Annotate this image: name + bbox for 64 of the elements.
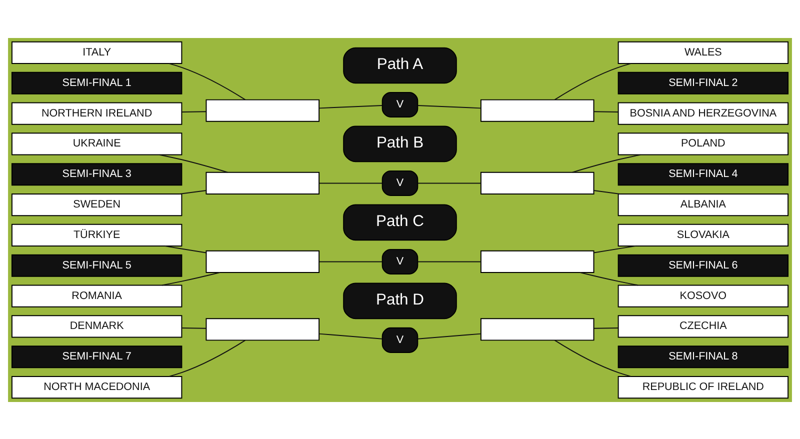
node-box: REPUBLIC OF IRELAND xyxy=(618,376,789,398)
connector xyxy=(417,332,482,339)
connector xyxy=(179,190,207,194)
node-box: KOSOVO xyxy=(618,284,789,307)
node-box: UKRAINE xyxy=(11,132,182,155)
connector xyxy=(593,110,619,112)
connector xyxy=(182,326,207,328)
node-box: WALES xyxy=(618,40,789,64)
node-box: SEMI-FINAL 1 xyxy=(11,71,182,94)
node-box xyxy=(480,98,594,122)
node-box: SEMI-FINAL 4 xyxy=(618,162,789,186)
connector xyxy=(318,104,383,108)
node-box: SEMI-FINAL 5 xyxy=(11,254,182,276)
node-box: Path C xyxy=(343,204,457,240)
node-box: SEMI-FINAL 2 xyxy=(618,71,789,94)
connector xyxy=(168,62,246,100)
node-box: SEMI-FINAL 8 xyxy=(618,345,789,368)
connector xyxy=(593,326,619,328)
connector xyxy=(159,154,228,172)
node-box: V xyxy=(382,91,418,117)
node-box: ALBANIA xyxy=(618,193,789,216)
connector xyxy=(318,260,383,262)
connector xyxy=(168,339,246,376)
connector xyxy=(554,339,632,376)
connector xyxy=(318,182,383,184)
node-box xyxy=(206,318,320,340)
node-box: Path B xyxy=(343,125,457,162)
node-box: Path D xyxy=(343,282,457,319)
connector xyxy=(417,260,482,262)
node-box: TÜRKIYE xyxy=(11,223,182,246)
node-box xyxy=(206,171,320,194)
connector xyxy=(572,154,641,172)
node-box: NORTHERN IRELAND xyxy=(11,102,182,124)
connector xyxy=(182,110,207,112)
node-box xyxy=(206,250,320,272)
node-box: BOSNIA AND HERZEGOVINA xyxy=(618,102,789,124)
node-box: SEMI-FINAL 6 xyxy=(618,254,789,276)
node-box xyxy=(480,318,594,340)
connector xyxy=(593,190,620,194)
node-box: SLOVAKIA xyxy=(618,223,789,246)
node-box: CZECHIA xyxy=(618,314,789,338)
node-box: SEMI-FINAL 7 xyxy=(11,345,182,368)
node-box xyxy=(206,98,320,122)
node-box: SEMI-FINAL 3 xyxy=(11,162,182,186)
connector xyxy=(554,62,632,100)
node-box xyxy=(480,250,594,272)
node-box: V xyxy=(382,248,418,274)
connector xyxy=(580,272,638,286)
connector xyxy=(593,245,636,253)
node-box: Path A xyxy=(343,46,457,84)
node-box: ITALY xyxy=(11,40,182,64)
node-box: V xyxy=(382,170,418,196)
connector xyxy=(318,332,383,339)
node-box: V xyxy=(382,326,418,352)
node-box: DENMARK xyxy=(11,314,182,338)
connector xyxy=(164,245,207,253)
connector xyxy=(417,104,482,108)
node-box: SWEDEN xyxy=(11,193,182,216)
node-box xyxy=(480,171,594,194)
connector xyxy=(417,182,482,184)
node-box: ROMANIA xyxy=(11,284,182,307)
node-box: POLAND xyxy=(618,132,789,155)
connector xyxy=(162,272,220,286)
node-box: NORTH MACEDONIA xyxy=(11,376,182,398)
